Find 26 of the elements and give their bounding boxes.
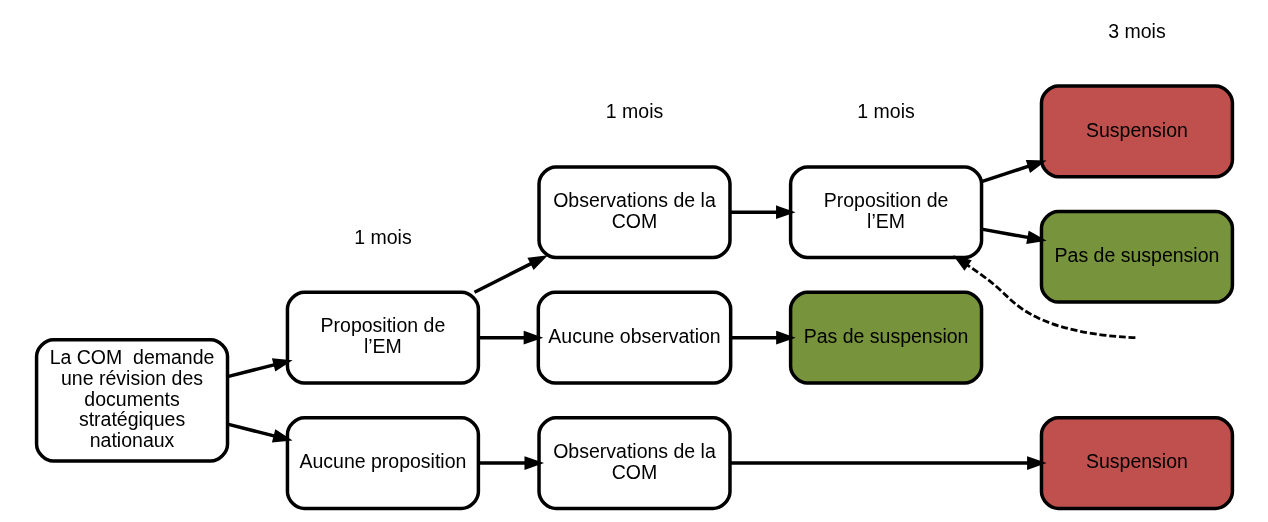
arrow [730,330,796,345]
label: 1 mois [605,100,663,123]
node-box: Pas de suspension [1039,209,1234,304]
node-box: Suspension [1039,84,1234,179]
node-box: Observations de la COM [536,165,732,260]
node-box: Aucune proposition [285,416,480,511]
arrow [473,255,548,294]
node-box: Pas de suspension [788,290,983,385]
label: 1 mois [856,100,915,123]
arrow [729,205,796,220]
node-box: Aucune observation [536,290,732,385]
arrow [980,227,1047,245]
node-box: La COM demande une révision des documents stratégiques nationaux [34,338,229,463]
node-box: Proposition de l’EM [788,165,983,260]
arrow [478,330,543,345]
arrow [478,456,544,470]
arrow [226,358,293,379]
node-box: Suspension [1039,416,1234,511]
arrow [952,255,1135,340]
label: 3 mois [1107,19,1166,42]
arrow [729,456,1047,470]
label: 1 mois [353,225,412,248]
node-box: Observations de la COM [536,416,732,511]
arrow [226,422,293,443]
node-box: Proposition de l’EM [285,290,480,385]
arrow [980,159,1046,184]
